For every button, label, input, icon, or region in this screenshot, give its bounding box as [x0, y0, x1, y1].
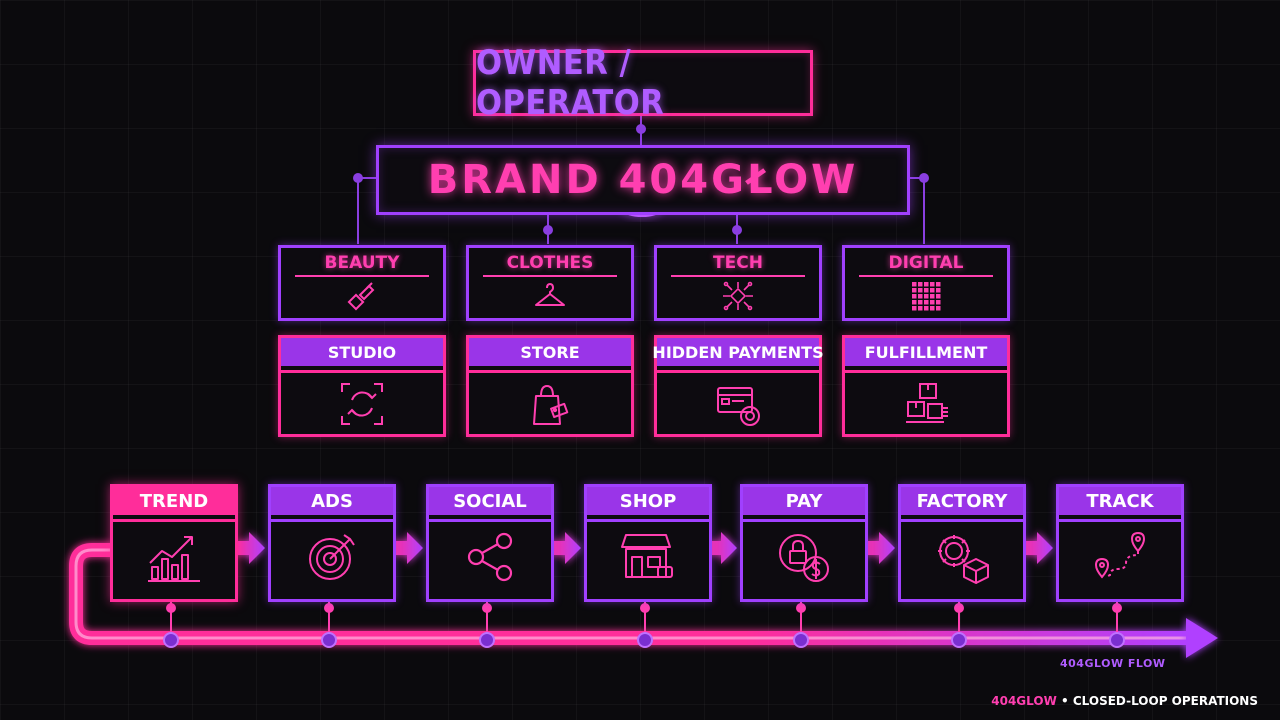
category-clothes[interactable]: CLOTHES	[466, 245, 634, 321]
step-label: FACTORY	[901, 487, 1023, 515]
flow-step-social[interactable]: SOCIAL	[426, 484, 554, 602]
step-divider	[1059, 519, 1181, 522]
boxes-icon	[906, 383, 948, 423]
circuit-chip-icon	[723, 281, 753, 311]
category-label: BEAUTY	[324, 253, 400, 273]
flow-step-ads[interactable]: ADS	[268, 484, 396, 602]
step-arrow	[865, 532, 895, 564]
step-arrow	[393, 532, 423, 564]
category-label: DIGITAL	[888, 253, 964, 273]
branch-dot-mid-right	[732, 225, 742, 235]
brand-title: BRAND 404GŁOW	[427, 157, 859, 203]
flow-step-factory[interactable]: FACTORY	[898, 484, 1026, 602]
category-divider	[671, 275, 805, 277]
owner-title: OWNER / OPERATOR	[476, 43, 665, 123]
category-label: CLOTHES	[506, 253, 594, 273]
step-label: ADS	[271, 487, 393, 515]
step-divider	[743, 519, 865, 522]
step-stem-dot	[796, 603, 806, 613]
step-stem-dot	[1112, 603, 1122, 613]
step-divider	[271, 519, 393, 522]
flow-label: 404GLOW FLOW	[1060, 657, 1166, 670]
service-divider	[469, 370, 631, 373]
gear-box-icon	[938, 535, 989, 584]
service-label: FULFILLMENT	[845, 338, 1007, 366]
service-hidden-payments[interactable]: HIDDEN PAYMENTS	[652, 335, 824, 437]
lock-coin-icon	[779, 534, 829, 582]
service-fulfillment[interactable]: FULFILLMENT	[842, 335, 1010, 437]
flow-node-dot	[321, 632, 337, 648]
hanger-icon	[535, 283, 565, 306]
owner-dot	[636, 124, 646, 134]
footer-text: CLOSED-LOOP OPERATIONS	[1072, 694, 1258, 708]
step-label: TREND	[113, 487, 235, 515]
owner-operator-box[interactable]: OWNER / OPERATOR	[473, 43, 813, 123]
service-label: STORE	[469, 338, 631, 366]
service-studio[interactable]: STUDIO	[278, 335, 446, 437]
service-label: STUDIO	[281, 338, 443, 366]
flow-node-dot	[163, 632, 179, 648]
camera-cycle-icon	[341, 383, 383, 425]
step-label: SOCIAL	[429, 487, 551, 515]
step-divider	[113, 519, 235, 522]
branch-dot-mid-left	[543, 225, 553, 235]
flow-node-dot	[637, 632, 653, 648]
trend-chart-icon	[148, 536, 200, 582]
service-divider	[657, 370, 819, 373]
brand-left-branch	[357, 177, 376, 244]
branch-dot-right	[919, 173, 929, 183]
footer-separator: •	[1056, 694, 1073, 708]
step-divider	[587, 519, 709, 522]
branch-dot-left	[353, 173, 363, 183]
share-icon	[467, 532, 513, 582]
step-stem-dot	[482, 603, 492, 613]
flow-step-trend[interactable]: TREND	[110, 484, 238, 602]
pixel-grid-icon	[912, 282, 941, 311]
service-store[interactable]: STORE	[466, 335, 634, 437]
step-arrow	[709, 532, 737, 564]
footer-brand: 404GLOW	[991, 694, 1057, 708]
step-label: SHOP	[587, 487, 709, 515]
flow-node-dot	[793, 632, 809, 648]
category-tech[interactable]: TECH	[654, 245, 822, 321]
step-label: TRACK	[1059, 487, 1181, 515]
service-label: HIDDEN PAYMENTS	[652, 338, 824, 366]
step-divider	[429, 519, 551, 522]
lipstick-icon	[347, 282, 375, 311]
category-divider	[483, 275, 617, 277]
flow-node-dot	[479, 632, 495, 648]
flow-arrow-head	[1186, 618, 1218, 658]
step-label: PAY	[743, 487, 865, 515]
service-divider	[845, 370, 1007, 373]
storefront-icon	[621, 534, 673, 578]
shopping-bag-icon	[533, 385, 569, 425]
step-stem-dot	[166, 603, 176, 613]
flow-step-track[interactable]: TRACK	[1056, 484, 1184, 602]
category-digital[interactable]: DIGITAL	[842, 245, 1010, 321]
flow-step-shop[interactable]: SHOP	[584, 484, 712, 602]
target-icon	[309, 534, 355, 580]
service-divider	[281, 370, 443, 373]
flow-node-dot	[1109, 632, 1125, 648]
brand-box[interactable]: BRAND 404GŁOW	[376, 145, 910, 215]
flow-node-dot	[951, 632, 967, 648]
credit-card-icon	[717, 387, 760, 426]
step-stem-dot	[324, 603, 334, 613]
category-divider	[295, 275, 429, 277]
step-divider	[901, 519, 1023, 522]
category-divider	[859, 275, 993, 277]
step-arrow	[235, 532, 265, 564]
category-label: TECH	[713, 253, 763, 273]
step-arrow	[551, 532, 581, 564]
category-beauty[interactable]: BEAUTY	[278, 245, 446, 321]
step-stems	[163, 602, 1125, 648]
step-stem-dot	[954, 603, 964, 613]
step-stem-dot	[640, 603, 650, 613]
flow-step-pay[interactable]: PAY	[740, 484, 868, 602]
footer-label: 404GLOW • CLOSED-LOOP OPERATIONS	[991, 694, 1258, 708]
route-pin-icon	[1094, 531, 1146, 579]
step-arrow	[1023, 532, 1053, 564]
